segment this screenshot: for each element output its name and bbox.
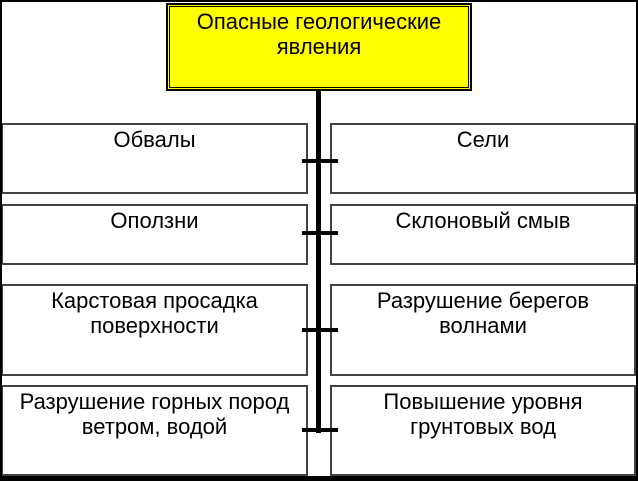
node-rockfalls: Обвалы xyxy=(1,123,308,194)
node-karst-surface-subsidence: Карстовая просадка поверхности xyxy=(1,284,308,376)
node-rock-destruction-wind-water: Разрушение горных пород ветром, водой xyxy=(1,385,308,476)
branch-connector-row4 xyxy=(302,428,338,432)
node-slope-washout: Склоновый смыв xyxy=(330,204,636,265)
branch-connector-row3 xyxy=(302,328,338,332)
branch-connector-row1 xyxy=(302,159,338,163)
node-groundwater-level-rise: Повышение уровня грунтовых вод xyxy=(330,385,636,476)
node-shore-destruction-by-waves: Разрушение берегов волнами xyxy=(330,284,636,376)
node-landslides: Оползни xyxy=(1,204,308,265)
root-node-label: Опасные геологические явления xyxy=(169,6,469,88)
node-mudflows: Сели xyxy=(330,123,636,194)
root-node-dangerous-geological-phenomena: Опасные геологические явления xyxy=(166,3,472,91)
branch-connector-row2 xyxy=(302,231,338,235)
trunk-connector-line xyxy=(316,91,321,433)
